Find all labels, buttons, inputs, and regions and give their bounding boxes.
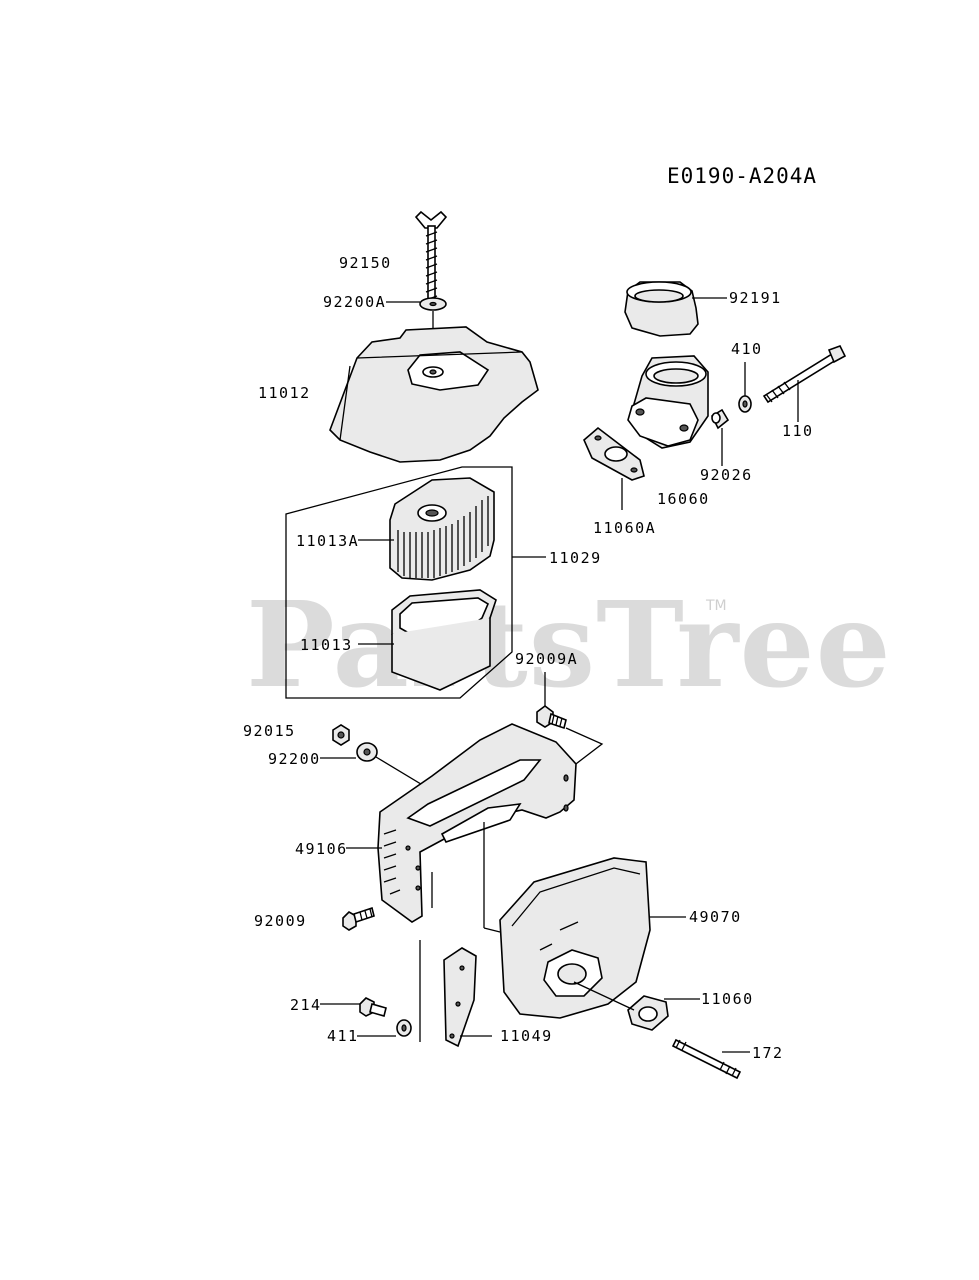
part-label-92015: 92015 — [243, 722, 296, 740]
gasket-11060 — [573, 981, 700, 1031]
nut-92015 — [332, 724, 350, 746]
part-label-92009A: 92009A — [515, 650, 579, 668]
washer-92200A — [419, 297, 447, 370]
watermark: PartsTree — [246, 575, 892, 714]
part-label-214: 214 — [290, 996, 322, 1014]
part-label-92026: 92026 — [700, 466, 753, 484]
washer-411 — [357, 1019, 412, 1037]
part-label-92150: 92150 — [339, 254, 392, 272]
part-label-92009: 92009 — [254, 912, 307, 930]
part-label-172: 172 — [752, 1044, 784, 1062]
bolt-92009 — [342, 906, 375, 931]
part-label-49070: 49070 — [689, 908, 742, 926]
part-label-11013: 11013 — [300, 636, 353, 654]
part-label-410: 410 — [731, 340, 763, 358]
leader-lines — [346, 301, 420, 849]
part-label-49106: 49106 — [295, 840, 348, 858]
stud-110 — [762, 345, 847, 422]
part-label-16060: 16060 — [657, 490, 710, 508]
wing-bolt-92150 — [414, 210, 448, 309]
air-cleaner-cover-11012 — [329, 326, 539, 463]
bolt-214 — [320, 997, 387, 1017]
part-label-11029: 11029 — [549, 549, 602, 567]
part-label-11049: 11049 — [500, 1027, 553, 1045]
part-label-411: 411 — [327, 1027, 359, 1045]
watermark-trademark: TM — [706, 598, 727, 614]
muffler-49070 — [499, 857, 686, 1019]
pre-filter-11013 — [391, 589, 497, 691]
part-label-92200A: 92200A — [323, 293, 387, 311]
diagram-reference: E0190-A204A — [667, 164, 818, 188]
air-filter-element-11013A — [389, 477, 495, 581]
part-label-11060A: 11060A — [593, 519, 657, 537]
part-label-11012: 11012 — [258, 384, 311, 402]
muffler-cover-49106 — [377, 723, 577, 1042]
air-filter-assembly-frame — [285, 466, 546, 699]
part-label-92200: 92200 — [268, 750, 321, 768]
bolt-92009A — [536, 672, 604, 771]
washer-410 — [738, 362, 752, 413]
part-label-92191: 92191 — [729, 289, 782, 307]
ring-92191 — [624, 281, 727, 337]
stud-172 — [671, 1038, 750, 1080]
part-label-11060: 11060 — [701, 990, 754, 1008]
part-label-11013A: 11013A — [296, 532, 360, 550]
gasket-11060A — [583, 426, 645, 510]
elbow-16060 — [627, 355, 709, 449]
bracket-11049 — [443, 947, 492, 1048]
collar-92026 — [710, 408, 730, 466]
part-label-110: 110 — [782, 422, 814, 440]
